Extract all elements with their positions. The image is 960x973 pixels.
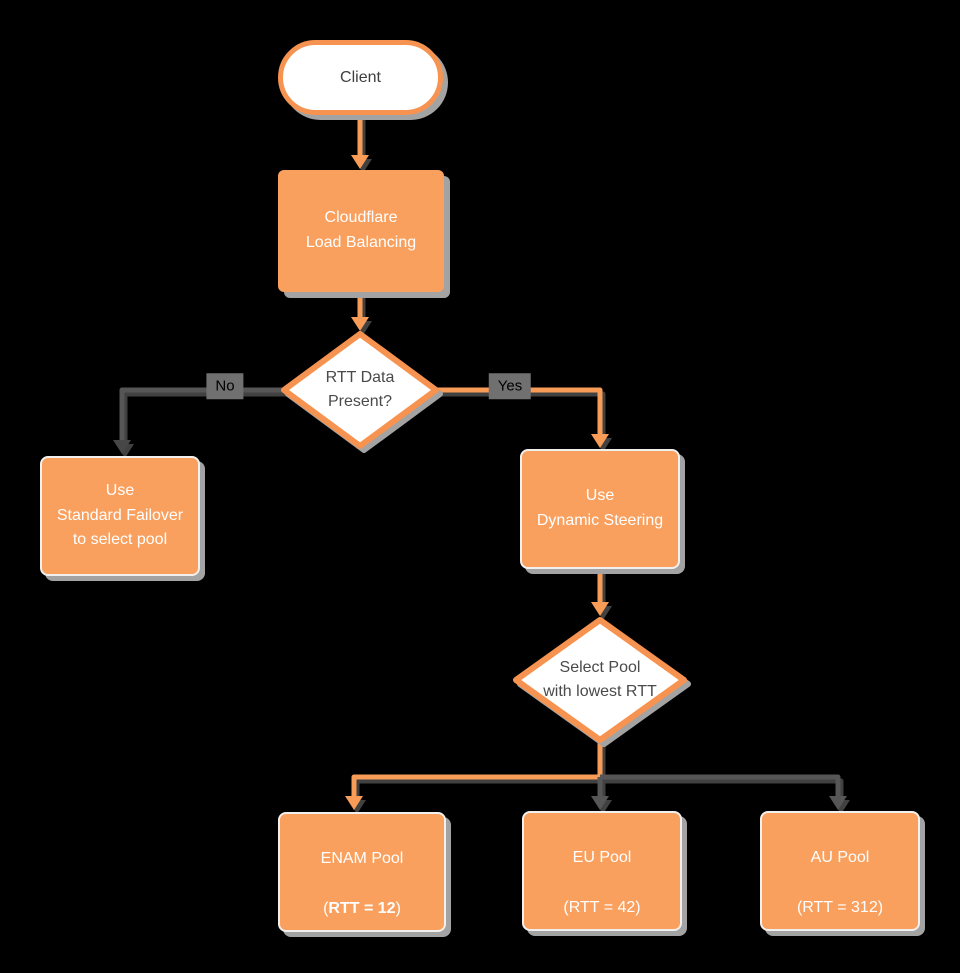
node-select-pool-decision: Select Pool with lowest RTT — [512, 616, 688, 744]
enam-pool-rtt: (RTT = 12) — [323, 899, 401, 917]
node-eu-pool-label: EU Pool (RTT = 42) — [557, 821, 646, 920]
node-au-pool-label: AU Pool (RTT = 312) — [791, 821, 889, 920]
au-pool-name: AU Pool — [810, 849, 870, 867]
edge-no-to-standard-failover — [119, 387, 286, 441]
edge-label-no: No — [206, 373, 244, 399]
arrowhead-select-pool-to-enam — [345, 796, 363, 810]
node-au-pool: AU Pool (RTT = 312) — [760, 811, 920, 931]
node-standard-failover: Use Standard Failover to select pool — [40, 456, 200, 576]
node-eu-pool: EU Pool (RTT = 42) — [522, 811, 682, 931]
arrowhead-no-to-standard-failover — [113, 440, 131, 454]
node-standard-failover-label: Use Standard Failover to select pool — [56, 481, 184, 549]
node-enam-pool-label: ENAM Pool (RTT = 12) — [315, 822, 410, 921]
node-dynamic-steering: Use Dynamic Steering — [520, 449, 680, 569]
arrowhead-select-pool-to-au — [829, 796, 847, 810]
node-dynamic-steering-label: Use Dynamic Steering — [536, 487, 664, 529]
arrowhead-client-to-cloudflare — [351, 155, 369, 169]
node-rtt-decision-label: RTT Data Present? — [325, 369, 395, 410]
node-client-label: Client — [340, 68, 381, 86]
node-enam-pool: ENAM Pool (RTT = 12) — [278, 812, 446, 932]
node-cloudflare-label: Cloudflare Load Balancing — [305, 209, 417, 251]
eu-pool-name: EU Pool — [572, 849, 632, 867]
diamond-shape — [513, 617, 687, 743]
edge-select-pool-to-au — [600, 774, 841, 797]
arrowhead-dynamic-steering-to-select-pool — [591, 602, 609, 616]
arrowhead-select-pool-to-eu — [591, 796, 609, 810]
diamond-shape — [281, 331, 439, 449]
arrowhead-cloudflare-to-rtt-decision — [351, 317, 369, 331]
node-rtt-data-present-decision: RTT Data Present? — [280, 330, 440, 450]
eu-pool-rtt: (RTT = 42) — [563, 898, 641, 916]
au-pool-rtt: (RTT = 312) — [796, 898, 884, 916]
arrowhead-yes-to-dynamic-steering — [591, 434, 609, 448]
node-select-pool-label: Select Pool with lowest RTT — [543, 659, 657, 700]
edge-select-pool-to-enam — [351, 742, 603, 797]
enam-pool-name: ENAM Pool — [320, 850, 404, 868]
edge-label-yes: Yes — [488, 373, 532, 399]
node-client: Client — [278, 40, 443, 115]
node-cloudflare-load-balancing: Cloudflare Load Balancing — [278, 170, 444, 292]
